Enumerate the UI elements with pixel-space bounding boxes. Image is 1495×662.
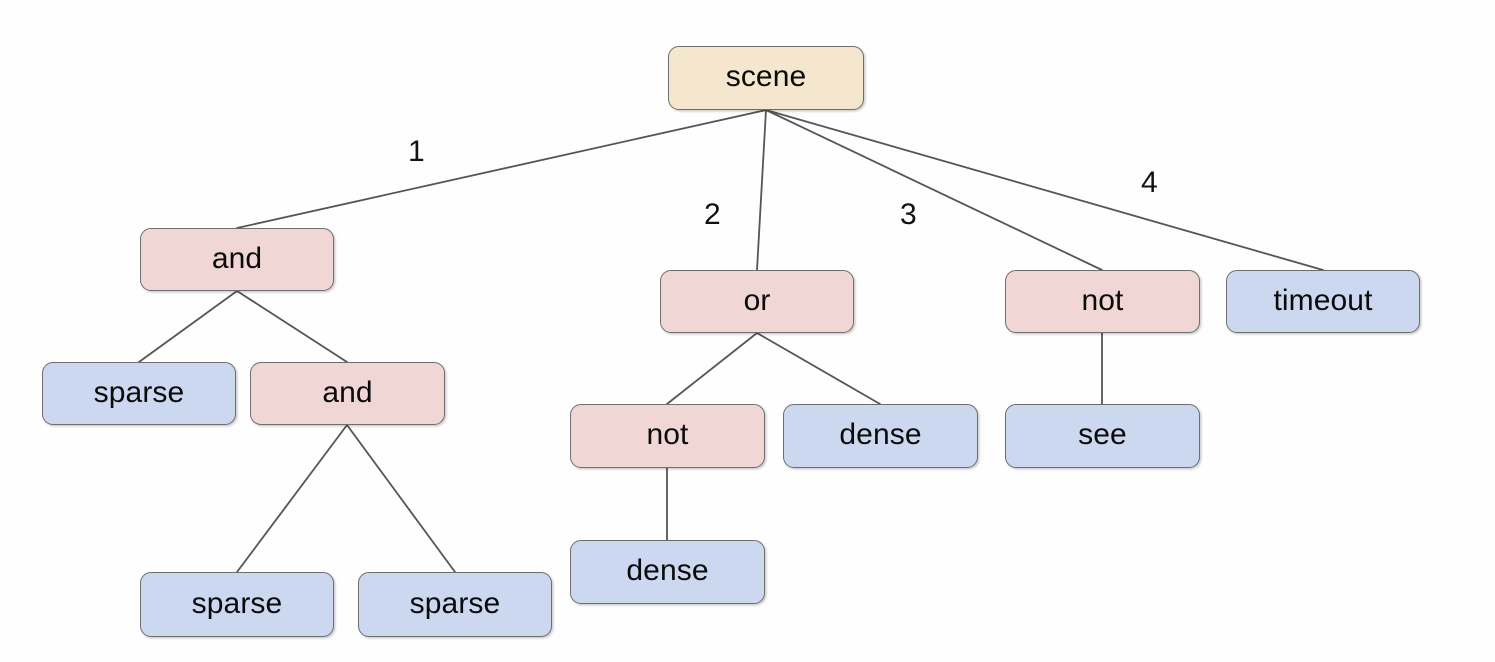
tree-node-or1[interactable]: or: [660, 270, 854, 333]
tree-node-label: dense: [626, 554, 709, 587]
tree-node-dense2[interactable]: dense: [570, 540, 765, 604]
tree-node-and2[interactable]: and: [250, 362, 445, 425]
tree-node-and1[interactable]: and: [140, 228, 334, 291]
tree-node-not1[interactable]: not: [1005, 270, 1200, 333]
tree-node-label: see: [1078, 418, 1127, 451]
tree-edge-scene-to-not1: [765, 109, 1103, 271]
tree-node-timeout[interactable]: timeout: [1226, 270, 1420, 333]
tree-edge-and1-to-sparse1: [138, 290, 238, 363]
tree-node-label: and: [211, 241, 263, 275]
tree-edge-and2-to-sparse2: [236, 424, 348, 573]
edge-label-1: 1: [408, 135, 425, 168]
tree-node-label: not: [1081, 283, 1124, 317]
tree-node-dense1[interactable]: dense: [783, 404, 978, 468]
tree-node-label: sparse: [409, 586, 501, 620]
tree-node-not2[interactable]: not: [570, 404, 765, 468]
tree-edge-and1-to-and2: [236, 290, 348, 363]
edge-label-4: 4: [1141, 166, 1158, 199]
tree-node-label: and: [322, 375, 373, 409]
tree-node-label: dense: [839, 418, 922, 451]
tree-node-sparse1[interactable]: sparse: [42, 362, 236, 425]
tree-node-label: timeout: [1273, 283, 1373, 317]
tree-edge-or1-to-dense1: [756, 332, 881, 405]
tree-node-label: sparse: [93, 375, 185, 409]
tree-node-sparse2[interactable]: sparse: [140, 572, 334, 637]
tree-node-label: not: [646, 418, 689, 451]
edge-label-2: 2: [704, 198, 721, 231]
tree-edge-scene-to-timeout: [765, 109, 1324, 271]
tree-node-label: or: [743, 283, 771, 317]
tree-node-label: scene: [725, 60, 807, 93]
tree-edge-or1-to-not2: [666, 332, 758, 405]
tree-edge-and2-to-sparse3: [346, 424, 456, 573]
tree-node-label: sparse: [191, 586, 283, 620]
edge-label-3: 3: [900, 198, 917, 231]
tree-node-sparse3[interactable]: sparse: [358, 572, 552, 637]
tree-node-see[interactable]: see: [1005, 404, 1200, 468]
tree-edge-scene-to-and1: [236, 109, 767, 229]
tree-node-scene[interactable]: scene: [668, 46, 864, 110]
tree-edge-scene-to-or1: [756, 109, 767, 271]
